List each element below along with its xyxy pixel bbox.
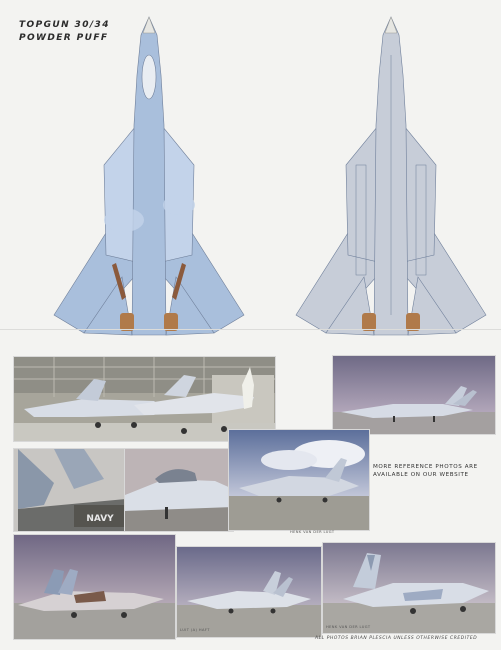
sheet-title: TOPGUN 30/34 POWDER PUFF (19, 19, 110, 45)
title-line-1: TOPGUN 30/34 (19, 20, 110, 30)
page-fold-line (0, 329, 501, 330)
ramp-jets-photo (13, 534, 176, 640)
navy-tail-photo: NAVY (13, 448, 127, 532)
splinter-camo-jet-photo (322, 542, 496, 634)
f14-top-planform-icon (53, 16, 245, 336)
taxi-photo-credit: HENK VAN DER LUGT (290, 530, 335, 534)
cockpit-closeup-photo (124, 448, 234, 532)
navy-tail-text: NAVY (86, 514, 114, 524)
title-line-2: POWDER PUFF (19, 33, 109, 43)
photo-credits-footer: ALL PHOTOS BRIAN PLESCIA UNLESS OTHERWIS… (315, 636, 478, 641)
ramp-mid-photo-credit: LUIT (A) HAFT (180, 628, 210, 632)
flightline-jet-photo (332, 355, 496, 435)
taxiing-jet-photo (228, 429, 370, 531)
f14-underside-planform-icon (295, 16, 487, 336)
website-note: MORE REFERENCE PHOTOS ARE AVAILABLE ON O… (373, 464, 478, 478)
ramp-right-photo-credit: HENK VAN DER LUGT (326, 625, 371, 629)
hangar-jets-photo (13, 356, 276, 442)
ramp-jet-photo (176, 546, 322, 638)
